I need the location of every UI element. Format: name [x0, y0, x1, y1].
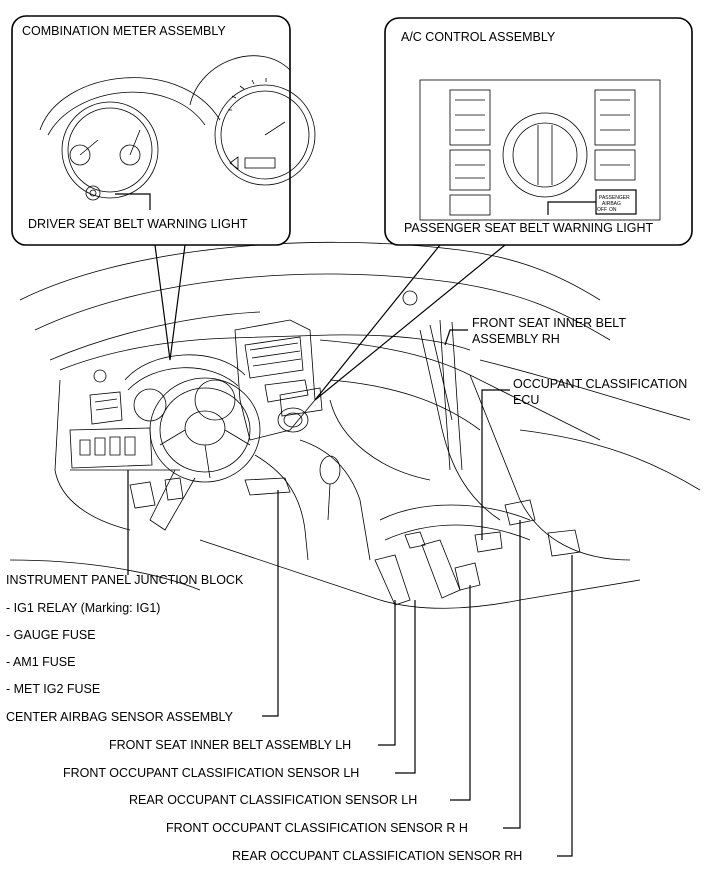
ac-control-illustration	[419, 79, 661, 221]
front-seat-inner-belt-lh-label: FRONT SEAT INNER BELT ASSEMBLY LH	[109, 738, 351, 752]
rear-occupant-classification-sensor-rh-label: REAR OCCUPANT CLASSIFICATION SENSOR RH	[232, 849, 522, 863]
driver-seat-belt-warning-light-label: DRIVER SEAT BELT WARNING LIGHT	[28, 217, 248, 231]
jb-item-ig1-relay: - IG1 RELAY (Marking: IG1)	[6, 601, 160, 615]
jb-item-met-ig2-fuse: - MET IG2 FUSE	[6, 682, 100, 696]
ac-control-title: A/C CONTROL ASSEMBLY	[401, 30, 556, 44]
vehicle-interior-drawing	[9, 241, 701, 609]
front-seat-inner-belt-rh-label-line1: FRONT SEAT INNER BELT	[472, 316, 626, 330]
passenger-airbag-indicator-off: OFF	[597, 207, 607, 213]
combination-meter-illustration	[39, 55, 316, 201]
combination-meter-callout: COMBINATION METER ASSEMBLY DRIVER SEAT B…	[11, 15, 316, 361]
component-labels: FRONT SEAT INNER BELT ASSEMBLY RH OCCUPA…	[6, 316, 687, 863]
front-occupant-classification-sensor-lh-label: FRONT OCCUPANT CLASSIFICATION SENSOR LH	[63, 766, 359, 780]
rear-occupant-classification-sensor-lh-label: REAR OCCUPANT CLASSIFICATION SENSOR LH	[129, 793, 417, 807]
combination-meter-title: COMBINATION METER ASSEMBLY	[22, 24, 226, 38]
center-airbag-sensor-label: CENTER AIRBAG SENSOR ASSEMBLY	[6, 710, 234, 724]
passenger-seat-belt-warning-light-label: PASSENGER SEAT BELT WARNING LIGHT	[404, 221, 653, 235]
passenger-airbag-indicator-line1: PASSENGER	[599, 195, 630, 201]
ac-control-callout: A/C CONTROL ASSEMBLY PASSENGER AIRBAG OF…	[314, 17, 693, 401]
leader-lines	[127, 329, 573, 857]
passenger-airbag-indicator-on: ON	[609, 207, 617, 213]
jb-item-am1-fuse: - AM1 FUSE	[6, 655, 75, 669]
passenger-airbag-indicator-line2: AIRBAG	[602, 201, 621, 207]
occupant-classification-ecu-label-line2: ECU	[513, 393, 539, 407]
jb-item-gauge-fuse: - GAUGE FUSE	[6, 628, 96, 642]
front-occupant-classification-sensor-rh-label: FRONT OCCUPANT CLASSIFICATION SENSOR R H	[166, 821, 468, 835]
instrument-panel-junction-block-label: INSTRUMENT PANEL JUNCTION BLOCK	[6, 573, 244, 587]
front-seat-inner-belt-rh-label-line2: ASSEMBLY RH	[472, 332, 560, 346]
occupant-classification-ecu-label-line1: OCCUPANT CLASSIFICATION	[513, 377, 687, 391]
